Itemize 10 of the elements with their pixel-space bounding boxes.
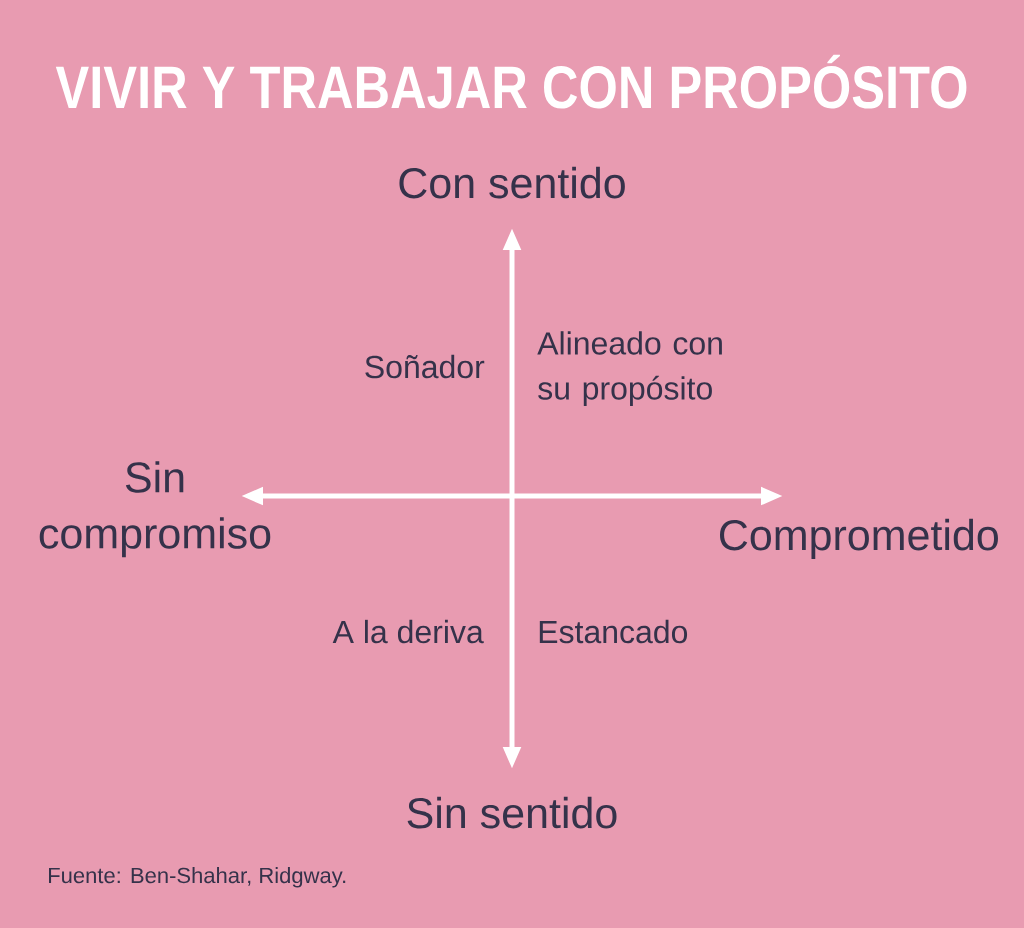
quadrant-label: Estancado xyxy=(539,619,688,644)
axis-label: Con sentido xyxy=(399,166,625,199)
title: VIVIR Y TRABAJAR CON PROPÓSITO xyxy=(55,54,967,109)
quadrant-label: Alineado con su propósito xyxy=(537,331,722,406)
quadrant-label: A la deriva xyxy=(332,619,484,644)
axis-label: Sin sentido xyxy=(407,796,617,829)
axis-label: Comprometido xyxy=(720,518,998,559)
quadrant-label: Soñador xyxy=(365,354,485,379)
source-note: Fuente: Ben-Shahar, Ridgway. xyxy=(49,867,346,888)
axis-label: Sin compromiso xyxy=(39,461,271,558)
